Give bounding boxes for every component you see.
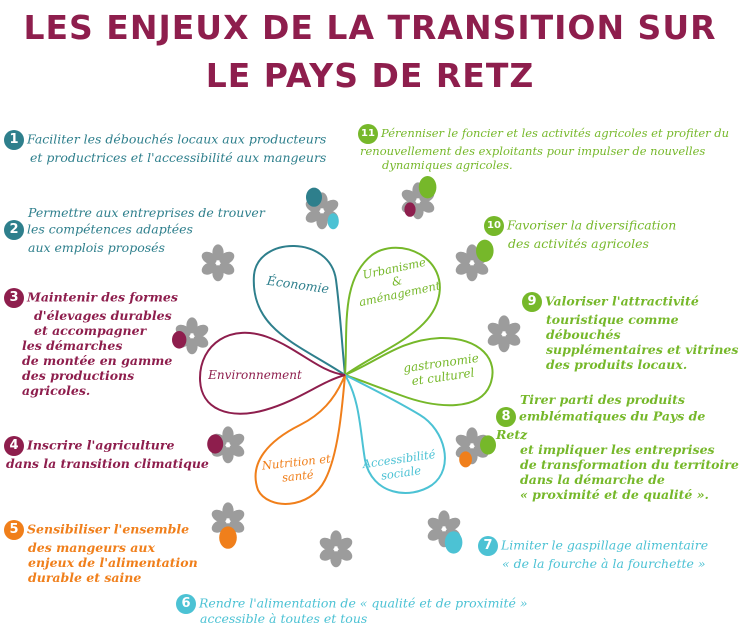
goal-line: supplémentaires et vitrines — [546, 342, 739, 357]
goal-line: de transformation du territoire — [520, 457, 739, 472]
goal-line: Sensibiliser l'ensemble — [27, 521, 190, 537]
page-title-line-2: LE PAYS DE RETZ — [205, 56, 535, 95]
goal-number-badge: 3 — [4, 288, 24, 308]
goal-number-badge: 8 — [496, 407, 516, 427]
goal-line: Pérenniser le foncier et les activités a… — [381, 126, 730, 140]
petal-environnement — [198, 331, 346, 415]
goal-line: Faciliter les débouchés locaux aux produ… — [27, 131, 327, 147]
goal-line: des produits locaux. — [546, 357, 688, 372]
goal-line: durable et saine — [28, 570, 142, 585]
goal-line: Rendre l'alimentation de « qualité et de… — [199, 595, 528, 611]
petal-accessibilite — [342, 372, 446, 494]
goal-line: « de la fourche à la fourchette » — [502, 556, 706, 571]
goal-line: touristique comme débouchés — [546, 312, 679, 342]
petal-urbanisme — [343, 246, 441, 378]
goal-number-badge: 6 — [176, 594, 196, 614]
goal-line: les compétences adaptées — [27, 221, 193, 237]
goal-line: renouvellement des exploitants pour impu… — [360, 144, 706, 158]
goal-number-badge: 4 — [4, 436, 24, 456]
goal-line: des mangeurs aux — [28, 540, 155, 555]
goal-line: des activités agricoles — [508, 236, 649, 251]
goal-line: accessible à toutes et tous — [200, 611, 368, 626]
goal-line: aux emplois proposés — [28, 240, 165, 255]
goal-number-badge: 1 — [4, 130, 24, 150]
goal-number-badge: 11 — [358, 124, 378, 144]
page-title-line-1: LES ENJEUX DE LA TRANSITION SUR — [23, 8, 717, 47]
goal-number-badge: 9 — [522, 292, 542, 312]
goal-line: d'élevages durables — [34, 308, 172, 323]
goal-line: des productions — [22, 368, 135, 383]
goal-line: dynamiques agricoles. — [382, 158, 513, 172]
goal-line: agricoles. — [22, 383, 91, 398]
goal-line: Permettre aux entreprises de trouver — [28, 205, 265, 220]
goal-line: emblématiques du Pays de Retz — [496, 408, 706, 442]
goal-number-badge: 7 — [478, 536, 498, 556]
goal-number-badge: 10 — [484, 216, 504, 236]
goal-line: « proximité et de qualité ». — [520, 487, 709, 502]
goal-line: Limiter le gaspillage alimentaire — [501, 537, 709, 553]
petal-nutrition — [254, 374, 346, 505]
goal-number-badge: 5 — [4, 520, 24, 540]
goal-line: Valoriser l'attractivité — [545, 293, 699, 309]
goal-line: de montée en gamme — [22, 353, 173, 368]
goal-line: enjeux de l'alimentation — [28, 555, 198, 570]
petal-label-environnement: Environnement — [208, 368, 302, 382]
goal-line: et impliquer les entreprises — [520, 442, 715, 457]
goal-line: Maintenir des formes — [27, 289, 178, 305]
petal-gastronomie — [342, 336, 494, 407]
goal-line: Favoriser la diversification — [507, 217, 677, 233]
goal-line: dans la démarche de — [520, 472, 665, 487]
goal-line: Inscrire l'agriculture — [27, 437, 175, 453]
goal-number-badge: 2 — [4, 220, 24, 240]
goal-line: dans la transition climatique — [6, 456, 209, 471]
goal-line: et productrices et l'accessibilité aux m… — [30, 150, 327, 165]
goal-line: et accompagner — [34, 323, 147, 338]
goal-line: Tirer parti des produits — [520, 392, 685, 407]
petal-economie — [252, 245, 347, 378]
goal-line: les démarches — [22, 338, 123, 353]
